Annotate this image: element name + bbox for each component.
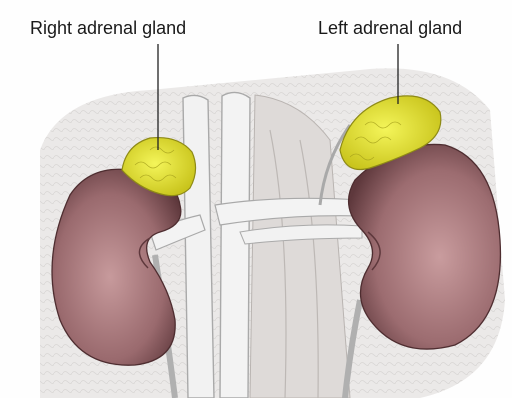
right-adrenal-gland-label: Right adrenal gland (30, 18, 186, 39)
aorta (220, 92, 250, 398)
left-adrenal-gland-label: Left adrenal gland (318, 18, 462, 39)
left-kidney (349, 144, 501, 349)
vena-cava (183, 95, 214, 398)
